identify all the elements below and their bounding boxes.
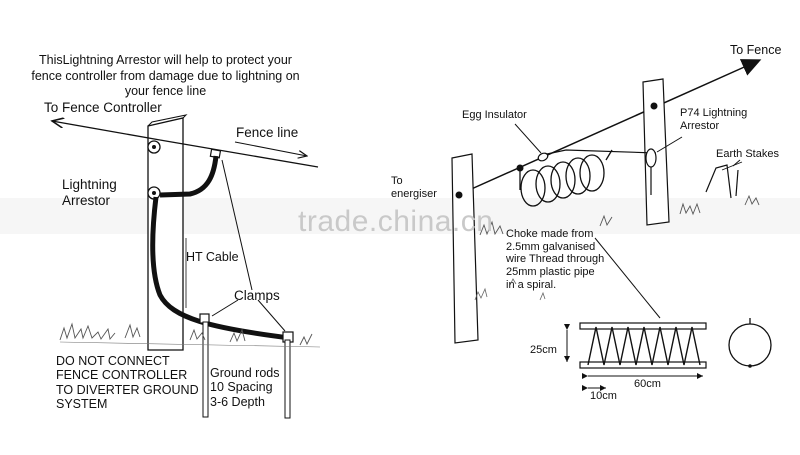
intro-text: ThisLightning Arrestor will help to prot… xyxy=(31,53,300,99)
left-diagram xyxy=(52,114,321,419)
dim-length-label: 60cm xyxy=(634,378,661,390)
right-diagram xyxy=(451,59,772,391)
ht-cable-down xyxy=(150,196,291,341)
energiser-line-2: energiser xyxy=(391,187,437,200)
grass-right xyxy=(479,194,760,236)
p74-line-2: Arrestor xyxy=(680,119,720,132)
choke-detail xyxy=(579,322,707,369)
fence-line-wire xyxy=(159,139,319,168)
fence-line-arrow xyxy=(234,141,307,156)
energiser-block: To energiser xyxy=(391,175,437,200)
ground-rods-line-2: 10 Spacing xyxy=(210,380,273,395)
p74-arrestor-block: P74 Lightning Arrestor xyxy=(680,107,747,132)
egg-insulator-label: Egg Insulator xyxy=(462,109,527,121)
ht-cable-top xyxy=(159,155,219,198)
dim-spacing-label: 10cm xyxy=(590,390,617,402)
choke-line-4: 25mm plastic pipe xyxy=(506,265,595,278)
to-fence-controller-arrow xyxy=(52,121,161,141)
ht-cable-label: HT Cable xyxy=(186,250,239,264)
warning-line-4: SYSTEM xyxy=(56,397,108,412)
p74-line-1: P74 Lightning xyxy=(680,107,748,119)
choke-line-1: Choke made from xyxy=(506,228,594,240)
choke-end-view xyxy=(728,323,772,367)
clamps-label: Clamps xyxy=(234,288,280,303)
energiser-post xyxy=(451,153,479,344)
to-fence-label: To Fence xyxy=(730,43,782,57)
warning-block: DO NOT CONNECT FENCE CONTROLLER TO DIVER… xyxy=(56,354,199,412)
ground-rods-block: Ground rods 10 Spacing 3-6 Depth xyxy=(210,366,279,409)
choke-text-block: Choke made from 2.5mm galvanised wire Th… xyxy=(506,228,604,291)
egg-insulator xyxy=(537,152,549,162)
p74-arrestor xyxy=(645,148,657,168)
choke-line-3: wire Thread through xyxy=(506,253,605,266)
choke-coil xyxy=(519,149,613,207)
warning-line-2: FENCE CONTROLLER xyxy=(56,368,188,383)
grass-left xyxy=(59,322,313,346)
choke-line-5: in a spiral. xyxy=(506,278,557,291)
earth-stake-1 xyxy=(705,164,732,199)
fence-line-label: Fence line xyxy=(236,125,299,140)
main-fence-wire xyxy=(457,59,762,196)
dim-height-label: 25cm xyxy=(530,344,557,356)
arrestor-post xyxy=(642,78,670,226)
earth-stakes-label: Earth Stakes xyxy=(716,148,779,160)
to-fence-controller-label: To Fence Controller xyxy=(44,100,162,115)
ground-rods-line-1: Ground rods xyxy=(210,366,280,380)
energiser-line-1: To xyxy=(391,175,403,187)
choke-line-2: 2.5mm galvanised xyxy=(506,240,596,253)
ground-rod-1 xyxy=(202,321,209,418)
ground-rods-line-3: 3-6 Depth xyxy=(210,394,265,409)
ground-rod-2 xyxy=(284,339,291,419)
warning-line-3: TO DIVERTER GROUND xyxy=(56,382,199,397)
watermark: trade.china.cn xyxy=(298,205,494,238)
lightning-arrestor-label: Lightning Arrestor xyxy=(62,177,117,208)
warning-line-1: DO NOT CONNECT xyxy=(56,354,170,368)
